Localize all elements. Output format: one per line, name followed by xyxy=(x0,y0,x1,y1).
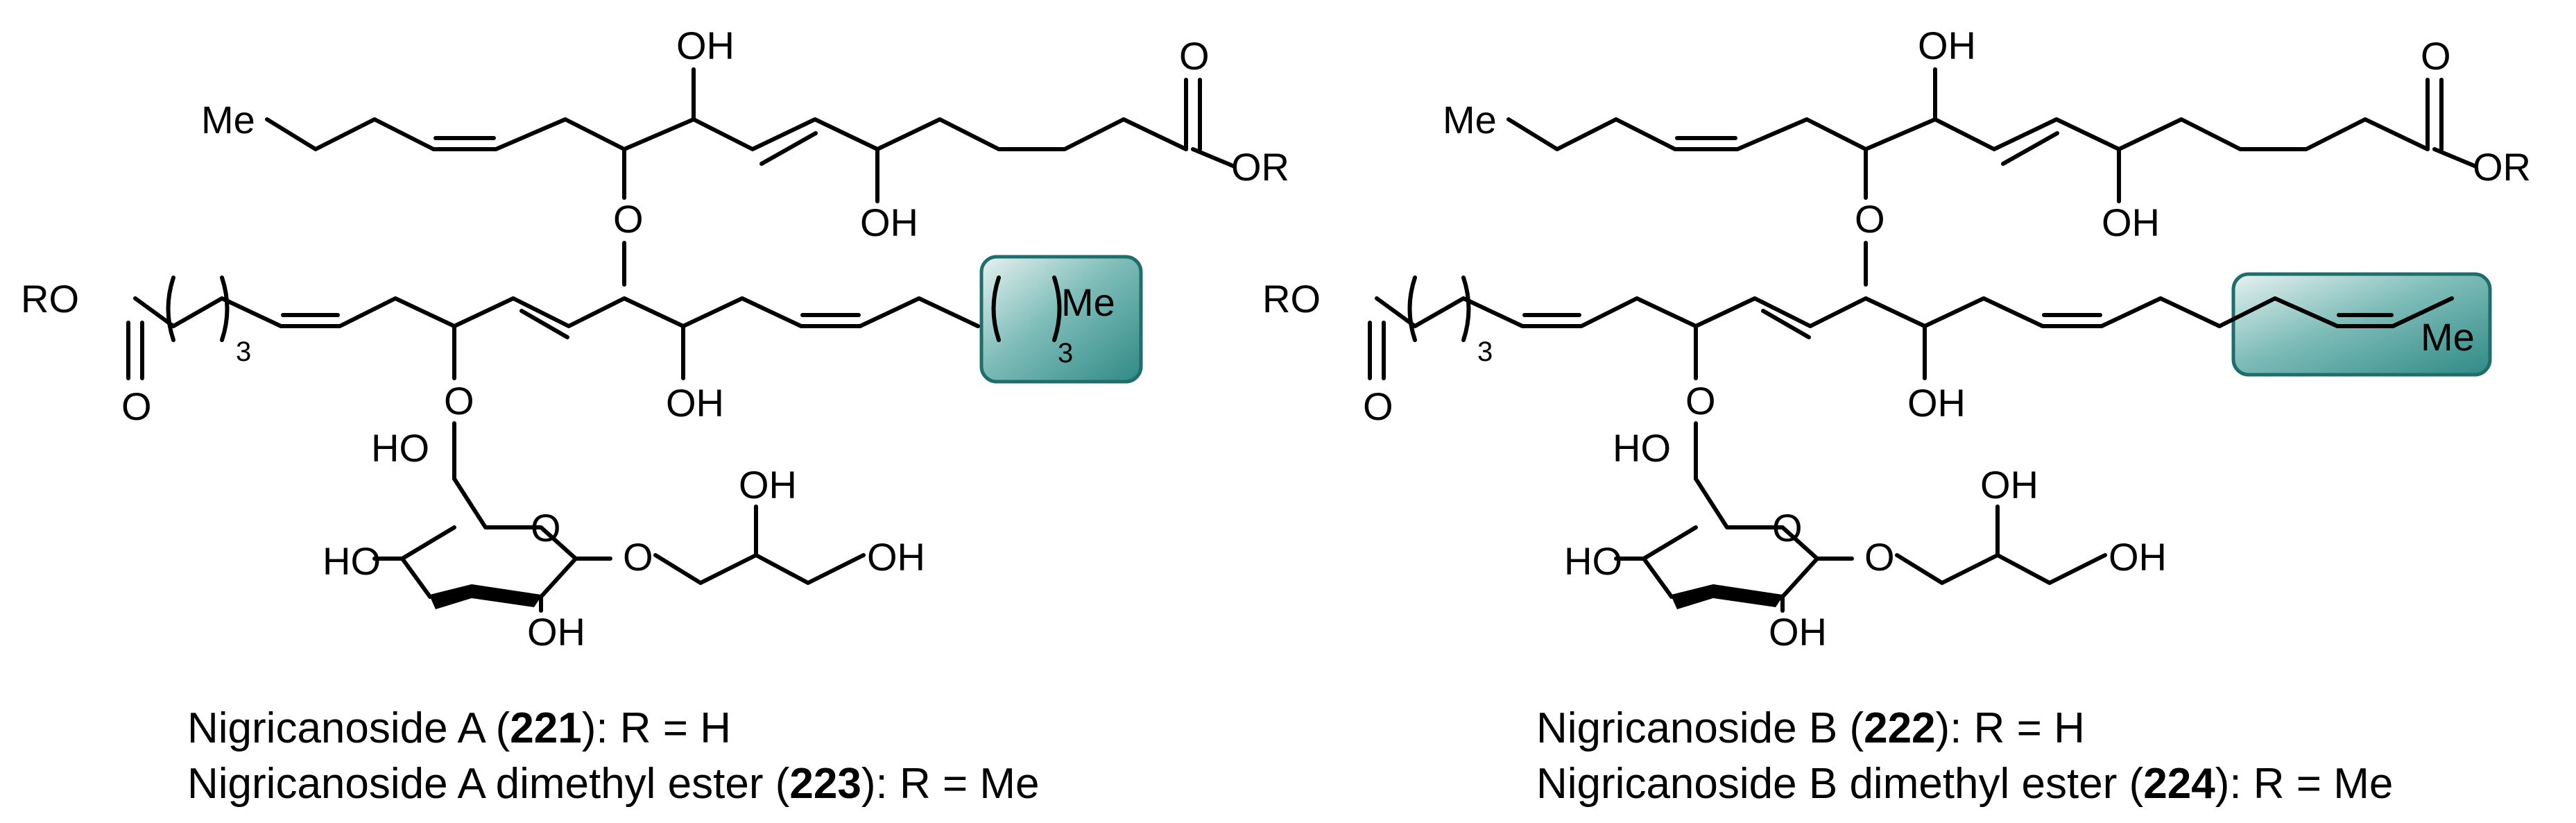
trans-double-bond-top xyxy=(759,131,818,166)
atom-label: RO xyxy=(1262,277,1321,321)
top-fatty-chain xyxy=(1506,117,2430,151)
atom-label: O xyxy=(1685,379,1716,423)
highlight-box-tail xyxy=(979,255,1143,384)
atom-label: O xyxy=(121,384,152,428)
atom-label: OH xyxy=(676,24,735,67)
atom-label: O xyxy=(1363,384,1393,428)
caption-a-line1: Nigricanoside A (221): R = H xyxy=(187,704,732,752)
atom-label: HO xyxy=(1613,426,1671,470)
atom-label: OH xyxy=(1907,381,1966,425)
glycerol-chain xyxy=(574,553,866,585)
atom-label: O xyxy=(613,197,644,241)
repeat-count: 3 xyxy=(236,337,251,367)
atom-label: HO xyxy=(1564,539,1622,583)
atom-label: Me xyxy=(201,98,255,142)
atom-label: OH xyxy=(2109,535,2167,579)
atom-label: O xyxy=(531,506,561,550)
atom-label: OH xyxy=(527,610,585,654)
caption-molecule-a: Nigricanoside A (221): R = H Nigricanosi… xyxy=(187,701,1040,812)
atom-label: RO xyxy=(21,277,79,321)
atom-label: HO xyxy=(323,539,381,583)
repeat-count: 3 xyxy=(1058,338,1073,368)
atom-label: O xyxy=(1864,535,1895,579)
caption-b-line2: Nigricanoside B dimethyl ester (224): R … xyxy=(1536,760,2394,808)
atom-label: OR xyxy=(2473,145,2531,189)
caption-a-line2: Nigricanoside A dimethyl ester (223): R … xyxy=(187,760,1040,808)
atom-label: OH xyxy=(867,535,925,579)
atom-label: O xyxy=(1179,34,1210,78)
caption-molecule-b: Nigricanoside B (222): R = H Nigricanosi… xyxy=(1536,701,2393,812)
glycerol-chain xyxy=(1815,553,2107,585)
atom-label: OH xyxy=(666,381,724,425)
atom-label: OH xyxy=(1769,610,1827,654)
middle-fatty-chain xyxy=(133,296,980,328)
middle-fatty-chain xyxy=(1375,296,2454,328)
top-fatty-chain xyxy=(265,117,1188,151)
nigricanoside-b-structure: Me OH OH O OR O RO O 3 OH Me O HO O HO O… xyxy=(1262,24,2531,654)
atom-label: O xyxy=(2421,34,2451,78)
atom-label: O xyxy=(623,535,653,579)
atom-label: O xyxy=(1855,197,1885,241)
atom-label: HO xyxy=(371,426,429,470)
atom-label: OH xyxy=(1918,24,1976,67)
caption-b-line1: Nigricanoside B (222): R = H xyxy=(1536,704,2085,752)
atom-label: OH xyxy=(860,201,918,244)
atom-label: OH xyxy=(739,463,797,507)
atom-label: Me xyxy=(1061,280,1115,324)
atom-label: O xyxy=(444,379,474,423)
atom-label: Me xyxy=(2421,315,2475,359)
atom-label: OH xyxy=(2102,201,2160,244)
atom-label: OH xyxy=(1980,463,2038,507)
atom-label: O xyxy=(1772,506,1803,550)
repeat-count: 3 xyxy=(1477,337,1493,367)
nigricanoside-a-structure: Me OH OH O OR O RO O 3 OH 3 Me O HO O HO… xyxy=(21,24,1289,654)
atom-label: OR xyxy=(1231,145,1289,189)
atom-label: Me xyxy=(1443,98,1497,142)
